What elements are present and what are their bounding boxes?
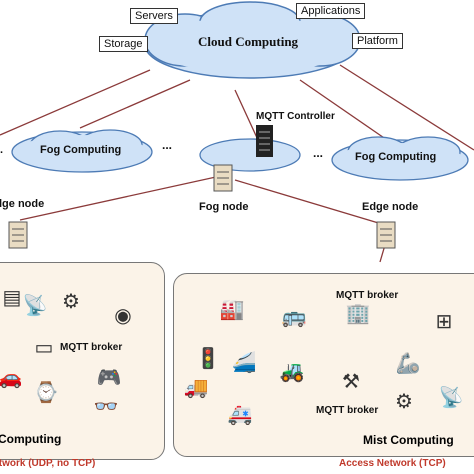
watch-icon: ⌚ bbox=[33, 382, 59, 404]
platform-label: Platform bbox=[352, 33, 403, 49]
drone-icon: ⚙ bbox=[62, 291, 80, 313]
right-network-label: Access Network (TCP) bbox=[339, 458, 446, 469]
tv-icon: ▭ bbox=[34, 337, 54, 359]
router-right-icon: 📡 bbox=[438, 387, 464, 409]
fog-node-label: Fog node bbox=[199, 201, 249, 213]
left-network-label: Network (UDP, no TCP) bbox=[0, 458, 96, 469]
ambulance-icon: 🚑 bbox=[227, 404, 253, 426]
traffic-light-icon: 🚦 bbox=[195, 348, 221, 370]
edge-node-left-label: Edge node bbox=[0, 198, 45, 210]
warehouse-icon: 🏢 bbox=[345, 303, 371, 325]
vr-headset-icon: 👓 bbox=[93, 396, 119, 418]
bus-icon: 🚌 bbox=[281, 306, 307, 328]
left-broker-label: MQTT broker bbox=[60, 342, 123, 353]
conveyor-icon: ⚙ bbox=[395, 391, 413, 413]
right-broker-top-label: MQTT broker bbox=[336, 290, 399, 301]
ellipsis-right: ... bbox=[313, 146, 324, 160]
edge-node-left-server-icon bbox=[8, 221, 28, 249]
car-icon: 🚗 bbox=[0, 367, 23, 389]
servers-label: Servers bbox=[130, 8, 178, 24]
server-rack-icon: ▤ bbox=[2, 287, 22, 309]
tractor-icon: 🚜 bbox=[279, 361, 305, 383]
connection-lines bbox=[0, 64, 474, 263]
right-broker-bottom-label: MQTT broker bbox=[316, 405, 379, 416]
gamepad-icon: 🎮 bbox=[96, 367, 122, 389]
train-icon: 🚄 bbox=[231, 352, 257, 374]
right-mist-panel bbox=[173, 273, 474, 457]
edge-node-right-label: Edge node bbox=[362, 201, 419, 213]
fog-node-server-icon bbox=[213, 164, 233, 192]
fog-edge-left-ellipsis: . bbox=[0, 144, 4, 156]
robot-arm-2-icon: ⚒ bbox=[342, 371, 360, 393]
applications-label: Applications bbox=[296, 3, 366, 19]
router-icon: 📡 bbox=[22, 295, 48, 317]
edge-node-right-server-icon bbox=[376, 221, 396, 249]
truck-icon: 🚚 bbox=[183, 377, 209, 399]
cloud-computing-label: Cloud Computing bbox=[198, 34, 299, 49]
fog-computing-left-label: Fog Computing bbox=[40, 144, 122, 156]
right-panel-caption: Mist Computing bbox=[363, 433, 454, 447]
robot-arm-icon: 🦾 bbox=[395, 353, 421, 375]
storage-label: Storage bbox=[99, 36, 148, 52]
left-panel-caption: Computing bbox=[0, 432, 62, 446]
robot-vacuum-icon: ◉ bbox=[114, 305, 132, 327]
left-mist-panel bbox=[0, 262, 165, 460]
mqtt-controller-server-icon bbox=[256, 125, 273, 157]
factory-icon: 🏭 bbox=[219, 299, 245, 321]
mqtt-controller-label: MQTT Controller bbox=[256, 111, 335, 122]
fog-computing-right-label: Fog Computing bbox=[355, 151, 437, 163]
sensor-network-icon: ⊞ bbox=[435, 311, 453, 333]
fog-cloud-center-shape bbox=[199, 138, 301, 172]
ellipsis-left: ... bbox=[162, 138, 173, 152]
